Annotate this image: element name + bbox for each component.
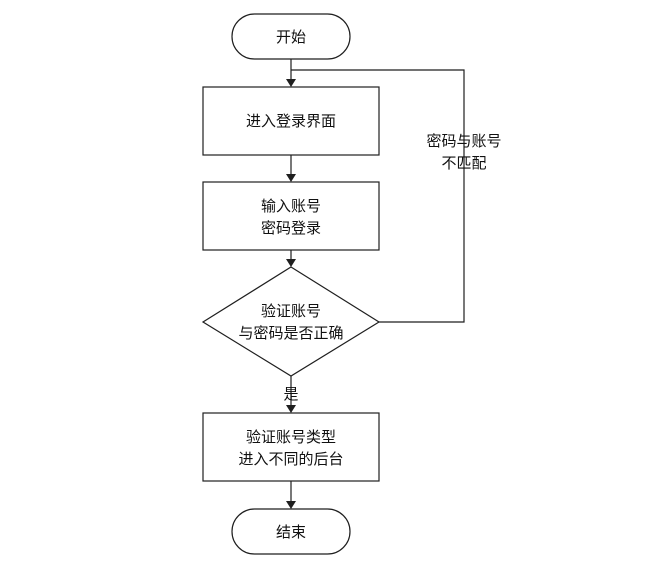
verify-line2: 与密码是否正确 xyxy=(238,324,343,342)
start-label: 开始 xyxy=(276,28,306,46)
arrow-verify-to-route: 是 xyxy=(283,376,299,413)
enter-login-shape xyxy=(202,86,380,156)
arrow-input-to-verify xyxy=(286,250,296,267)
yes-label: 是 xyxy=(283,385,298,403)
start-node: 开始 xyxy=(231,13,351,60)
input-credentials-line1: 输入账号 xyxy=(261,197,321,215)
arrow-mismatch-loop: 密码与账号 不匹配 xyxy=(291,69,502,323)
route-backend-node: 验证账号类型 进入不同的后台 xyxy=(202,412,380,482)
end-label: 结束 xyxy=(276,523,306,541)
input-credentials-line2: 密码登录 xyxy=(261,219,321,237)
enter-login-label: 进入登录界面 xyxy=(246,112,336,130)
route-backend-shape xyxy=(202,412,380,482)
route-backend-line2: 进入不同的后台 xyxy=(238,450,343,468)
enter-login-node: 进入登录界面 xyxy=(202,86,380,156)
arrow-route-to-end xyxy=(286,481,296,509)
end-shape xyxy=(231,508,351,555)
end-node: 结束 xyxy=(231,508,351,555)
arrow-login-to-input xyxy=(286,155,296,182)
mismatch-label-line2: 不匹配 xyxy=(441,154,486,172)
arrow-start-to-login xyxy=(286,59,296,87)
input-credentials-node: 输入账号 密码登录 xyxy=(202,181,380,251)
verify-line1: 验证账号 xyxy=(261,302,321,320)
route-backend-line1: 验证账号类型 xyxy=(246,428,336,446)
mismatch-label-line1: 密码与账号 xyxy=(426,132,501,150)
input-credentials-shape xyxy=(202,181,380,251)
verify-decision-node: 验证账号 与密码是否正确 xyxy=(201,266,381,377)
verify-decision-shape xyxy=(201,266,381,377)
